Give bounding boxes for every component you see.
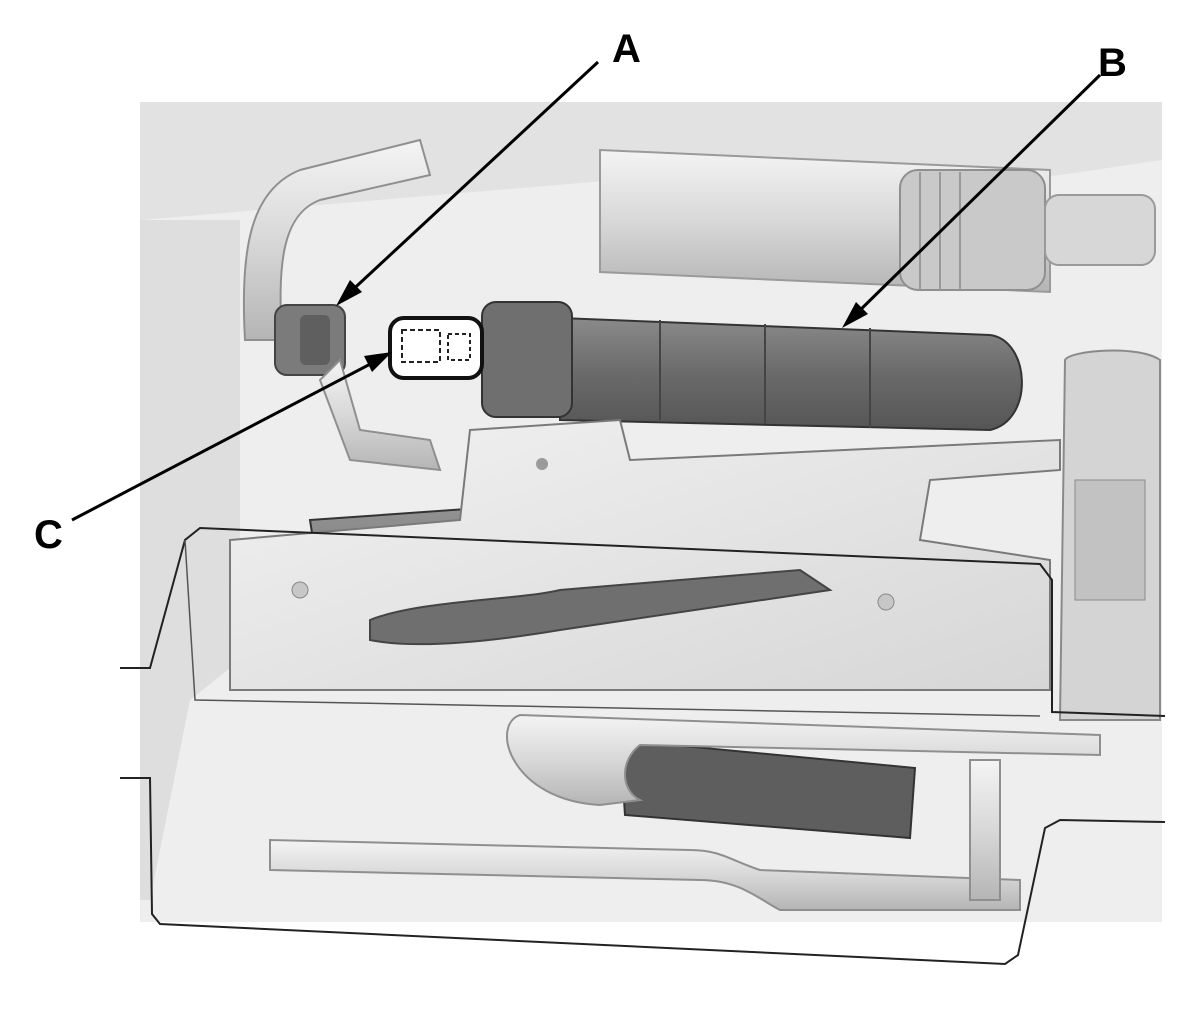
callout-c-arrowhead: [364, 352, 392, 372]
callout-label-c: C: [34, 513, 63, 557]
callout-b-leader: [842, 73, 1102, 328]
vehicle-underbody-illustration: [120, 102, 1166, 966]
callout-a-leader: [336, 60, 600, 306]
callout-c-leader: [71, 352, 392, 522]
callout-a-arrowhead: [336, 280, 362, 306]
callout-label-a: A: [612, 27, 641, 71]
callout-b-arrowhead: [842, 302, 868, 328]
callout-label-b: B: [1098, 41, 1127, 85]
